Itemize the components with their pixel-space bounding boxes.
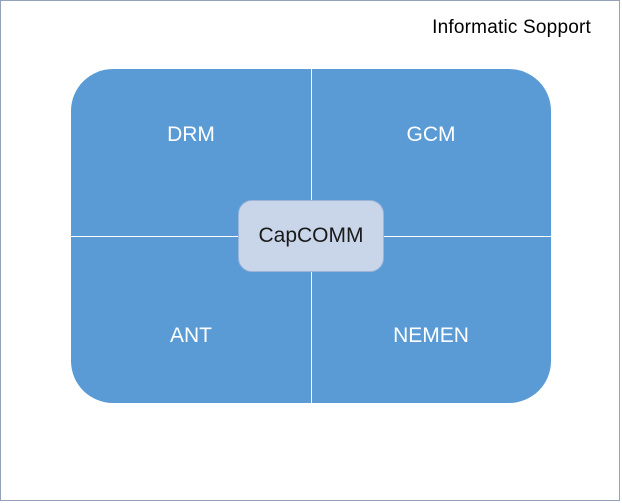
center-node-label: CapCOMM [258,224,364,247]
quadrant-bottom-left: ANT [71,236,311,403]
quadrant-label: ANT [170,323,212,347]
quadrant-bottom-right: NEMEN [311,236,551,403]
quadrant-label: NEMEN [393,323,469,347]
page-title: Informatic Sopport [432,17,591,38]
quadrant-top-left: DRM [71,69,311,236]
quadrant-label: DRM [167,122,215,146]
quadrant-label: GCM [406,122,456,146]
center-node: CapCOMM [238,200,384,272]
quadrant-diagram: DRM GCM ANT NEMEN CapCOMM [57,55,565,417]
quadrant-top-right: GCM [311,69,551,236]
